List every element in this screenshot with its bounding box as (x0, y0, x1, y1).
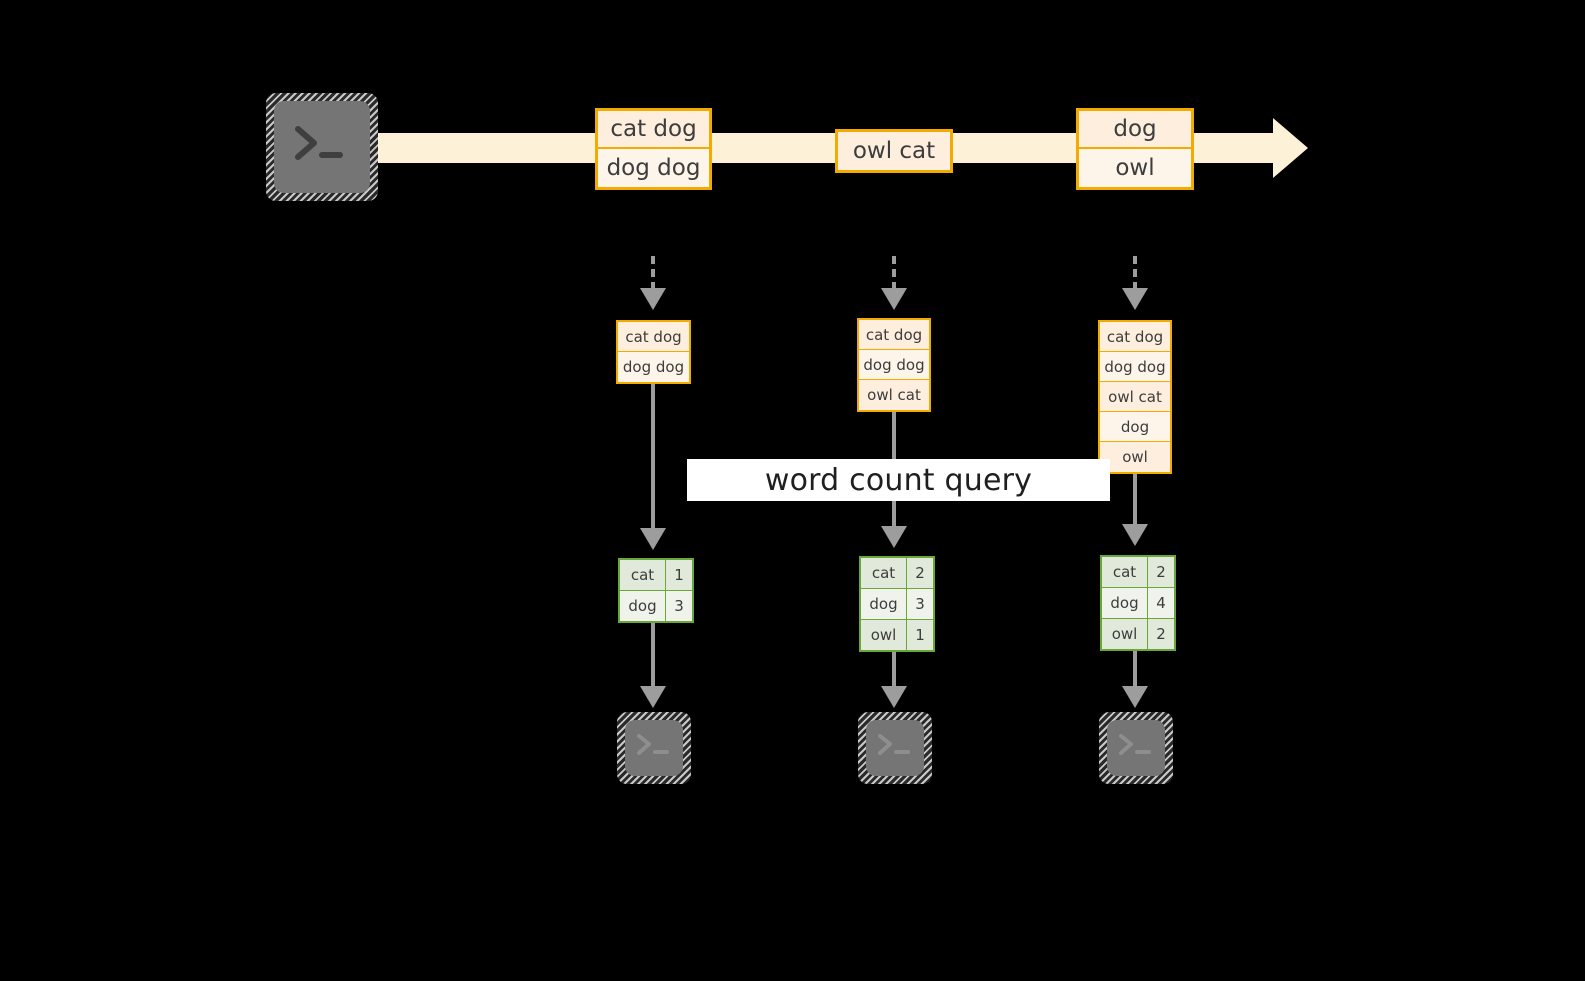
table-row: dog 4 (1102, 588, 1174, 619)
snapshot-1-accumulated-records: cat dog dog dog (616, 320, 691, 384)
record-line: owl (1079, 149, 1191, 187)
table-row: dog 3 (861, 589, 933, 620)
table-row: dog 3 (620, 591, 692, 621)
sink-terminal-icon-3 (1099, 712, 1173, 784)
sink-terminal-icon-2 (858, 712, 932, 784)
record-line: owl cat (1100, 382, 1170, 412)
result-word: owl (1102, 619, 1148, 649)
snapshot-3-accumulated-records: cat dog dog dog owl cat dog owl (1098, 320, 1172, 474)
snapshot-3-result-table: cat 2 dog 4 owl 2 (1100, 555, 1176, 651)
record-line: dog (1079, 111, 1191, 149)
snapshot-1-sink-arrowhead (640, 686, 666, 708)
terminal-plate (866, 720, 924, 776)
record-line: cat dog (598, 111, 709, 149)
source-terminal-icon (266, 93, 378, 201)
result-word: cat (620, 560, 666, 590)
result-word: owl (861, 620, 907, 650)
snapshot-1-dashed-connector (651, 256, 655, 290)
terminal-prompt-glyph (1119, 734, 1151, 755)
query-label-text: word count query (764, 462, 1033, 498)
record-line: cat dog (859, 320, 929, 350)
record-line: dog dog (1100, 352, 1170, 382)
snapshot-1-query-arrowhead (640, 528, 666, 550)
record-line: dog (1100, 412, 1170, 442)
snapshot-3-query-connector (1133, 474, 1137, 532)
result-count: 4 (1148, 588, 1174, 618)
terminal-plate (274, 101, 370, 193)
snapshot-3-dashed-connector (1133, 256, 1137, 290)
snapshot-2-dashed-connector (892, 256, 896, 290)
result-count: 2 (1148, 619, 1174, 649)
record-line: dog dog (618, 352, 689, 382)
result-count: 1 (907, 620, 933, 650)
snapshot-3-dashed-arrowhead (1122, 288, 1148, 310)
snapshot-3-sink-connector (1133, 647, 1137, 692)
terminal-plate (625, 720, 683, 776)
result-word: dog (620, 591, 666, 621)
table-row: owl 2 (1102, 619, 1174, 649)
snapshot-1-query-connector (651, 382, 655, 534)
snapshot-2-accumulated-records: cat dog dog dog owl cat (857, 318, 931, 412)
snapshot-1-sink-connector (651, 620, 655, 690)
record-line: owl cat (838, 132, 950, 170)
snapshot-2-sink-arrowhead (881, 686, 907, 708)
table-row: cat 2 (861, 558, 933, 589)
record-line: owl (1100, 442, 1170, 472)
stream-record-2: owl cat (835, 129, 953, 173)
snapshot-2-dashed-arrowhead (881, 288, 907, 310)
record-line: dog dog (598, 149, 709, 187)
record-line: owl cat (859, 380, 929, 410)
snapshot-2-sink-connector (892, 648, 896, 692)
terminal-prompt-glyph (295, 126, 343, 160)
snapshot-3-query-arrowhead (1122, 524, 1148, 546)
stream-record-3: dog owl (1076, 108, 1194, 190)
result-count: 1 (666, 560, 692, 590)
snapshot-2-result-table: cat 2 dog 3 owl 1 (859, 556, 935, 652)
table-row: cat 2 (1102, 557, 1174, 588)
result-count: 3 (666, 591, 692, 621)
sink-terminal-icon-1 (617, 712, 691, 784)
stream-record-1: cat dog dog dog (595, 108, 712, 190)
result-count: 2 (1148, 557, 1174, 587)
table-row: cat 1 (620, 560, 692, 591)
snapshot-1-result-table: cat 1 dog 3 (618, 558, 694, 623)
result-word: cat (1102, 557, 1148, 587)
terminal-prompt-glyph (637, 734, 669, 755)
result-count: 2 (907, 558, 933, 588)
snapshot-2-query-arrowhead (881, 526, 907, 548)
result-word: cat (861, 558, 907, 588)
terminal-prompt-glyph (878, 734, 910, 755)
terminal-plate (1107, 720, 1165, 776)
record-line: cat dog (618, 322, 689, 352)
snapshot-1-dashed-arrowhead (640, 288, 666, 310)
record-line: cat dog (1100, 322, 1170, 352)
result-word: dog (1102, 588, 1148, 618)
record-line: dog dog (859, 350, 929, 380)
snapshot-3-sink-arrowhead (1122, 686, 1148, 708)
result-count: 3 (907, 589, 933, 619)
query-label-band: word count query (687, 459, 1110, 501)
result-word: dog (861, 589, 907, 619)
table-row: owl 1 (861, 620, 933, 650)
